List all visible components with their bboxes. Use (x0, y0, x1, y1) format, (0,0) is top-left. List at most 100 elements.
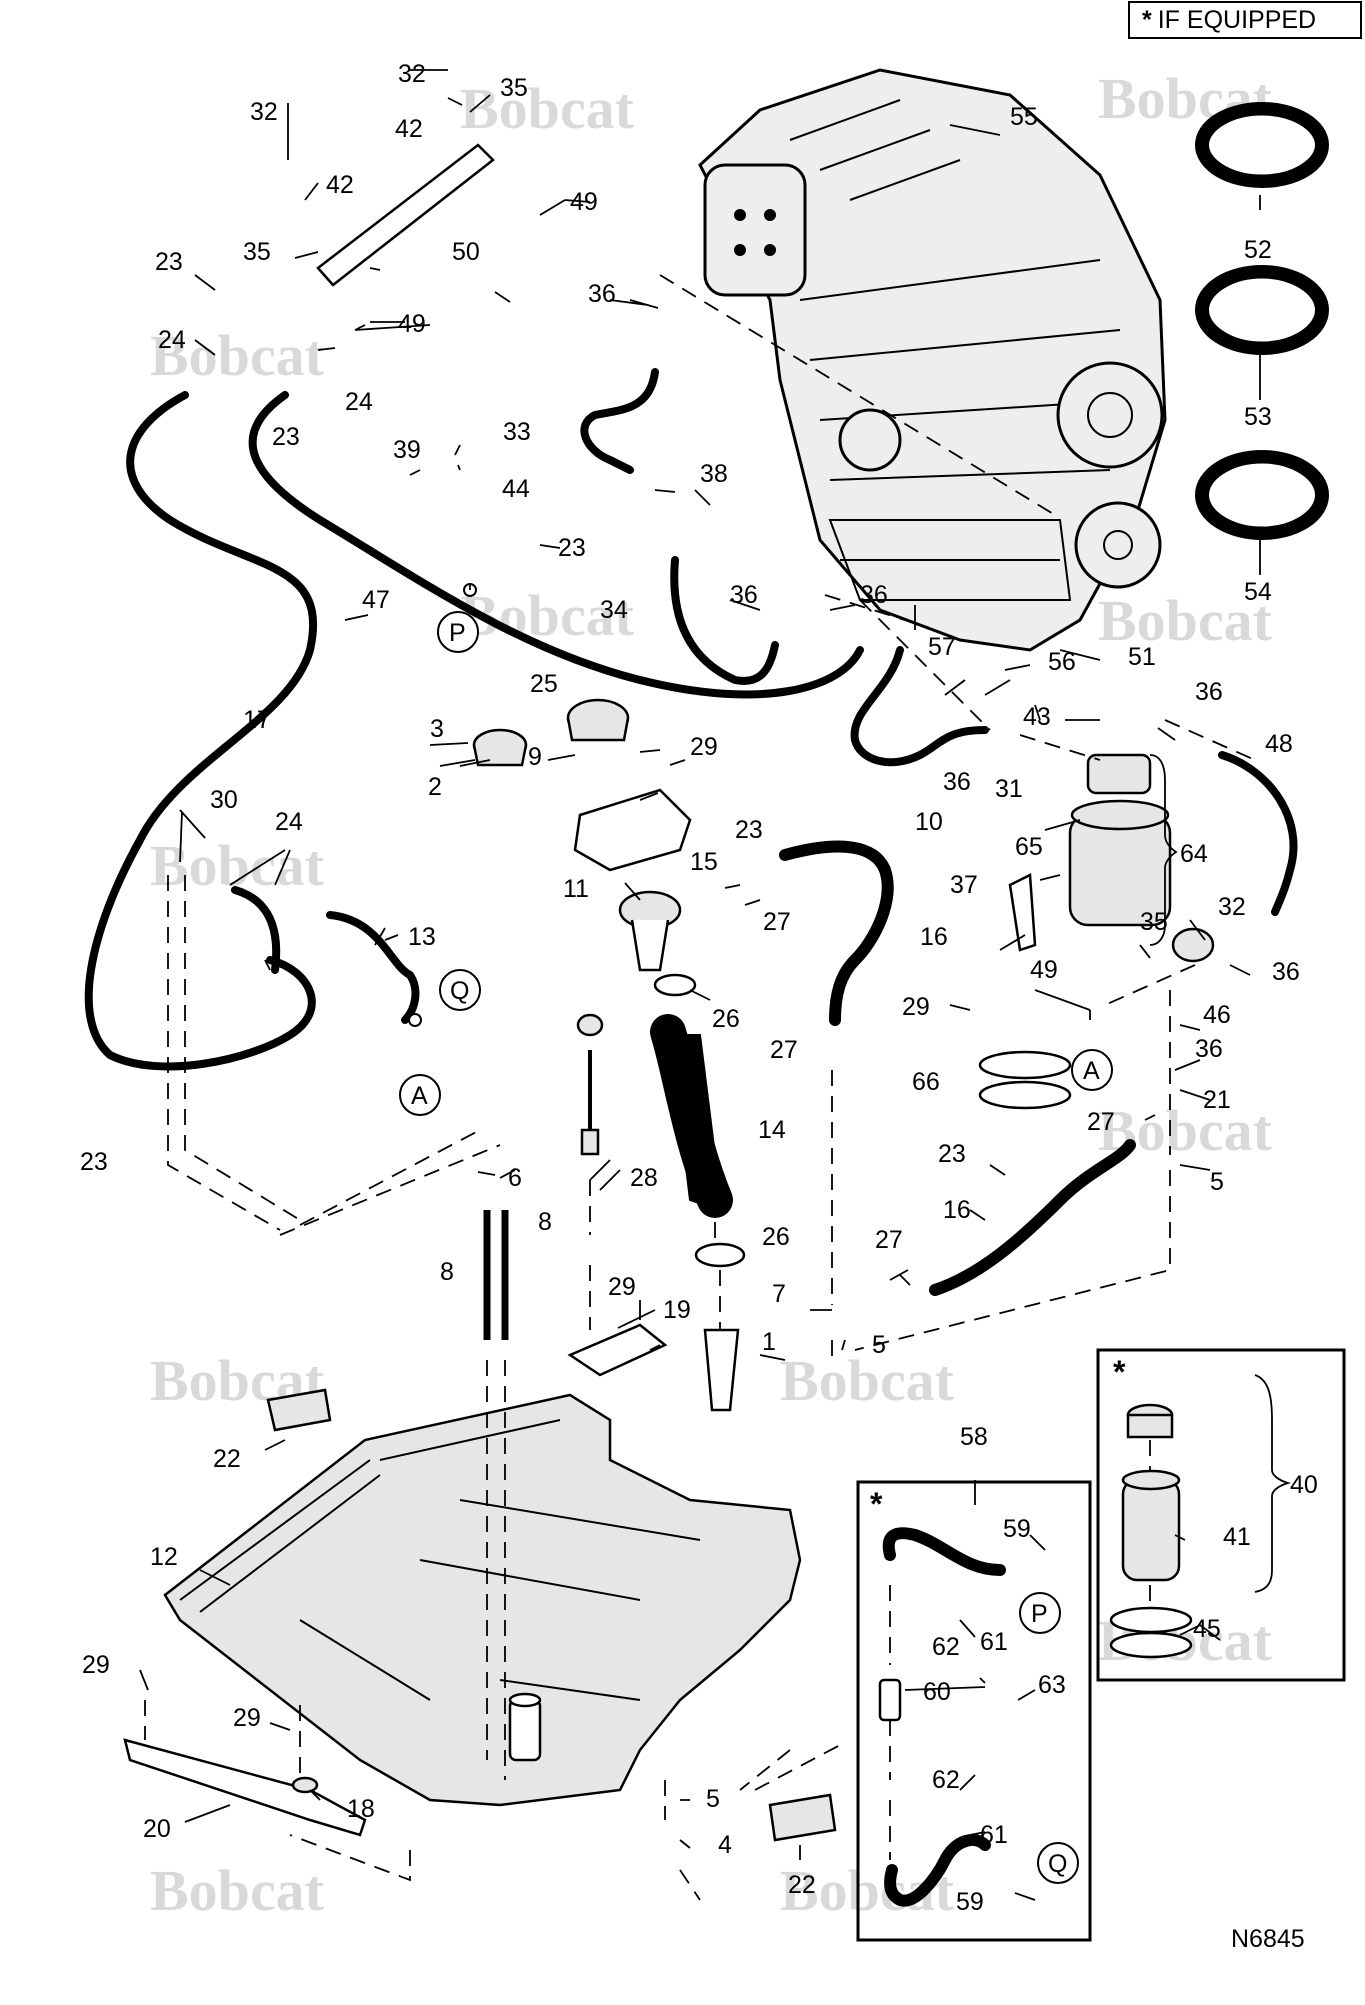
callout-31: 31 (995, 775, 1023, 803)
callout-40: 40 (1290, 1471, 1318, 1499)
callout-52: 52 (1244, 236, 1272, 264)
callout-23: 23 (155, 248, 183, 276)
callout-62: 62 (932, 1766, 960, 1794)
optional-marker: * (870, 1486, 883, 1522)
callout-23: 23 (558, 534, 586, 562)
callout-41: 41 (1223, 1523, 1251, 1551)
leader-lines (139, 69, 1261, 1901)
ref-p-label: P (1031, 1600, 1048, 1628)
callout-7: 7 (772, 1280, 786, 1308)
callout-25: 25 (530, 670, 558, 698)
ref-q-label: Q (1048, 1850, 1067, 1878)
callout-38: 38 (700, 460, 728, 488)
callout-35: 35 (500, 74, 528, 102)
callout-19: 19 (663, 1296, 691, 1324)
callout-29: 29 (608, 1273, 636, 1301)
callout-3: 3 (430, 715, 444, 743)
watermark: Bobcat (1098, 66, 1273, 131)
callout-49: 49 (570, 188, 598, 216)
callout-55: 55 (1010, 103, 1038, 131)
callout-32: 32 (398, 60, 426, 88)
callout-42: 42 (395, 115, 423, 143)
callout-36: 36 (730, 581, 758, 609)
callout-54: 54 (1244, 578, 1272, 606)
note-text: IF EQUIPPED (1157, 6, 1317, 34)
callout-36: 36 (943, 768, 971, 796)
callout-32: 32 (1218, 893, 1246, 921)
drawing-number: N6845 (1231, 1925, 1305, 1953)
callout-5: 5 (872, 1331, 886, 1359)
callout-22: 22 (213, 1445, 241, 1473)
callout-33: 33 (503, 418, 531, 446)
callout-26: 26 (762, 1223, 790, 1251)
optional-frames: * * (856, 754, 1346, 1942)
callout-36: 36 (1272, 958, 1300, 986)
hose-coils (1195, 102, 1329, 540)
callout-36: 36 (588, 280, 616, 308)
callout-23: 23 (80, 1148, 108, 1176)
callout-23: 23 (272, 423, 300, 451)
callout-10: 10 (915, 808, 943, 836)
callout-21: 21 (1203, 1086, 1231, 1114)
callout-22: 22 (788, 1871, 816, 1899)
callout-35: 35 (243, 238, 271, 266)
ref-a-label: A (1083, 1057, 1100, 1085)
callout-61: 61 (980, 1821, 1008, 1849)
callout-27: 27 (763, 908, 791, 936)
callout-44: 44 (502, 475, 530, 503)
callout-59: 59 (1003, 1515, 1031, 1543)
callout-66: 66 (912, 1068, 940, 1096)
callout-1: 1 (762, 1328, 776, 1356)
watermark: Bobcat (150, 323, 325, 388)
callout-59: 59 (956, 1888, 984, 1916)
fuel-hoses (84, 368, 1298, 1907)
callout-13: 13 (408, 923, 436, 951)
callout-27: 27 (1087, 1108, 1115, 1136)
callout-29: 29 (902, 993, 930, 1021)
watermark: Bobcat (150, 1858, 325, 1923)
callout-6: 6 (508, 1164, 522, 1192)
callout-17: 17 (243, 706, 271, 734)
callout-62: 62 (932, 1633, 960, 1661)
callout-35: 35 (1140, 908, 1168, 936)
callout-65: 65 (1015, 833, 1043, 861)
asterisk-icon: * (1142, 6, 1152, 34)
callout-8: 8 (538, 1208, 552, 1236)
watermark: Bobcat (460, 583, 635, 648)
callout-5: 5 (1210, 1168, 1224, 1196)
callout-49: 49 (398, 310, 426, 338)
callout-29: 29 (690, 733, 718, 761)
callout-56: 56 (1048, 648, 1076, 676)
watermark: Bobcat (1098, 588, 1273, 653)
callout-64: 64 (1180, 840, 1208, 868)
callout-16: 16 (920, 923, 948, 951)
if-equipped-note: *IF EQUIPPED (1128, 1, 1362, 39)
callout-2: 2 (428, 773, 442, 801)
callout-39: 39 (393, 436, 421, 464)
callout-58: 58 (960, 1423, 988, 1451)
callout-50: 50 (452, 238, 480, 266)
callout-46: 46 (1203, 1001, 1231, 1029)
callout-32: 32 (250, 98, 278, 126)
callout-5: 5 (706, 1785, 720, 1813)
callout-49: 49 (1030, 956, 1058, 984)
callout-51: 51 (1128, 643, 1156, 671)
callout-27: 27 (875, 1226, 903, 1254)
callout-43: 43 (1023, 703, 1051, 731)
callout-20: 20 (143, 1815, 171, 1843)
callout-36: 36 (1195, 678, 1223, 706)
callout-36: 36 (1195, 1035, 1223, 1063)
callout-11: 11 (563, 875, 589, 903)
engine-assembly (698, 68, 1167, 652)
callout-47: 47 (362, 586, 390, 614)
callout-12: 12 (150, 1543, 178, 1571)
ref-p-label: P (449, 619, 466, 647)
callout-30: 30 (210, 786, 238, 814)
reference-points: P Q A A P Q (399, 583, 1113, 1884)
callout-23: 23 (938, 1140, 966, 1168)
callout-14: 14 (758, 1116, 786, 1144)
optional-marker: * (1113, 1354, 1126, 1390)
watermark: Bobcat (460, 76, 635, 141)
